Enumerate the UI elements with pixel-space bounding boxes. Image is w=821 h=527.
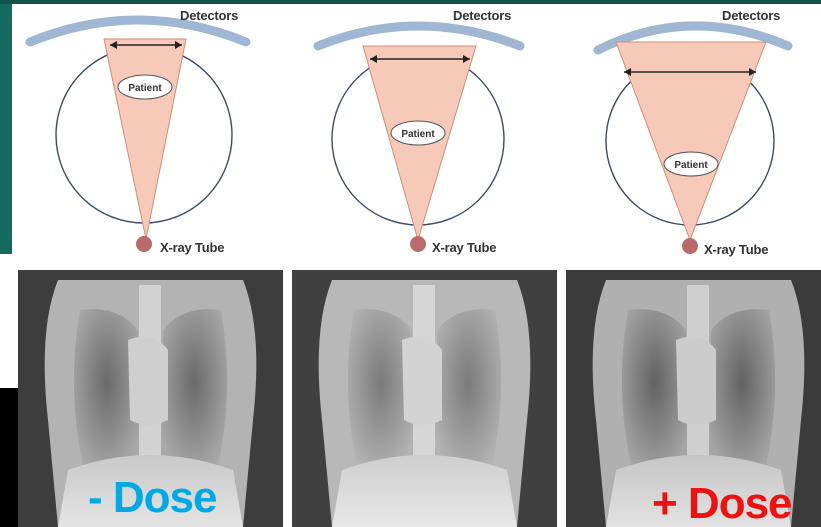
geometry-diagram-1: Patient bbox=[20, 0, 290, 265]
geometry-panel-2: Patient Detectors X-ray Tube bbox=[290, 0, 560, 265]
detectors-label: Detectors bbox=[453, 8, 511, 23]
patient-label: Patient bbox=[401, 129, 435, 140]
xray-tube-label: X-ray Tube bbox=[432, 240, 496, 255]
minus-dose-label: - Dose bbox=[88, 476, 216, 520]
xray-tube-label: X-ray Tube bbox=[160, 240, 224, 255]
xray-tube-icon bbox=[682, 238, 698, 254]
xray-tube-icon bbox=[136, 236, 152, 252]
left-accent-bar bbox=[0, 4, 12, 254]
patient-label: Patient bbox=[128, 83, 162, 94]
geometry-panel-3: Patient Detectors X-ray Tube bbox=[560, 0, 821, 265]
detector-arc bbox=[318, 26, 520, 46]
detectors-label: Detectors bbox=[722, 8, 780, 23]
plus-dose-label: + Dose bbox=[652, 482, 792, 526]
xray-beam bbox=[104, 39, 186, 239]
geometry-panel-1: Patient Detectors X-ray Tube bbox=[20, 0, 290, 265]
patient-label: Patient bbox=[674, 160, 708, 171]
geometry-diagram-2: Patient bbox=[290, 0, 560, 265]
geometry-diagram-3: Patient bbox=[560, 0, 821, 265]
detectors-label: Detectors bbox=[180, 8, 238, 23]
left-dark-bar bbox=[0, 388, 18, 527]
xray-tube-label: X-ray Tube bbox=[704, 242, 768, 257]
xray-tube-icon bbox=[410, 236, 426, 252]
chest-xray-image-2 bbox=[292, 270, 557, 527]
